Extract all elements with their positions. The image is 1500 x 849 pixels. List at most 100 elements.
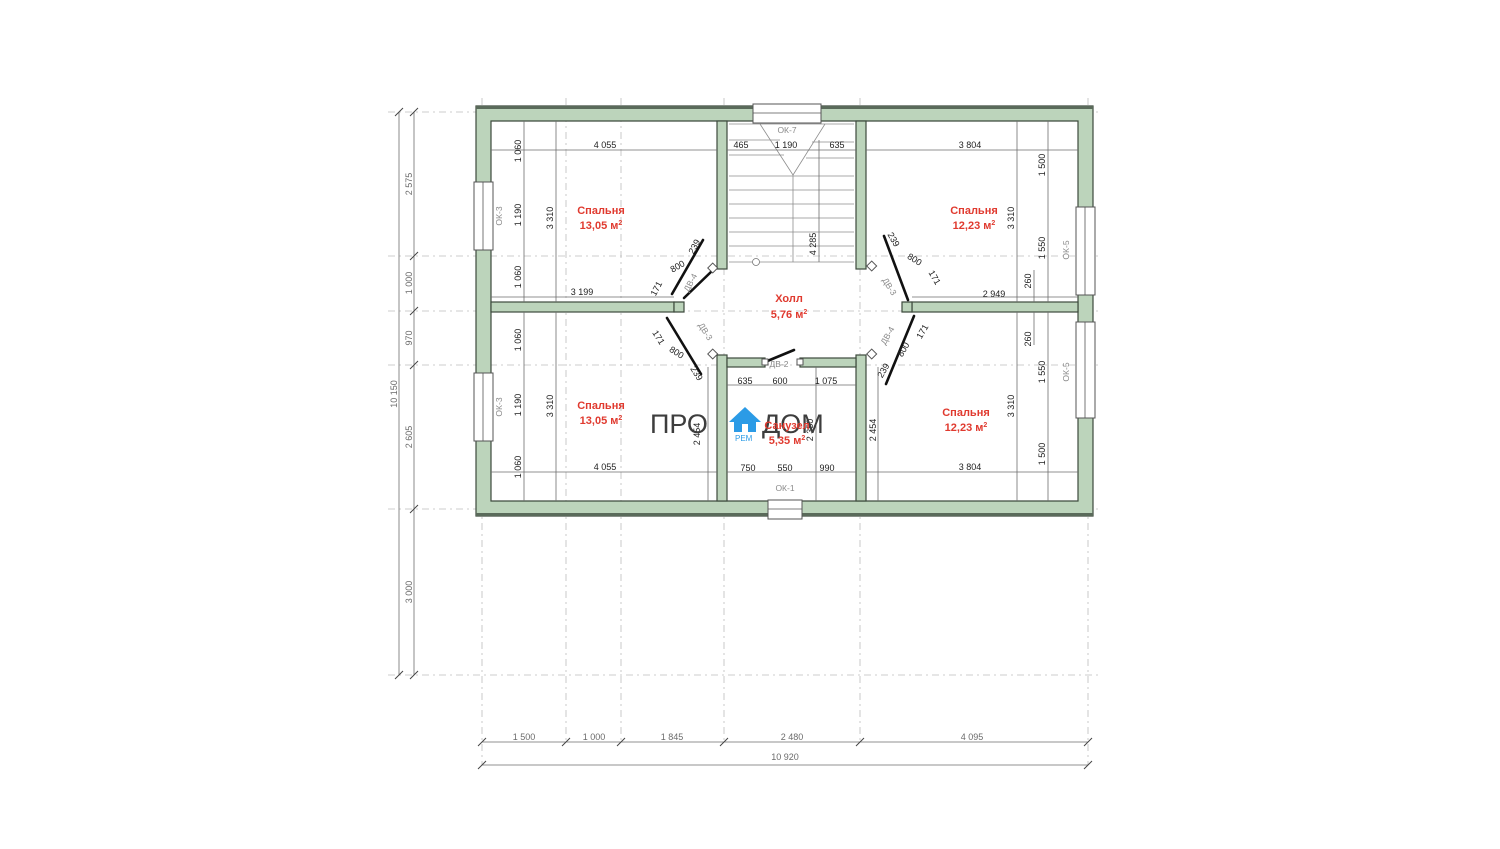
dim-st-len: 4 285 (808, 233, 818, 256)
dim-left-2: 1 000 (404, 272, 414, 295)
dim-bottom-3: 1 845 (661, 732, 684, 742)
room-area-bedroom-top-right: 12,23 м2 (953, 220, 996, 232)
dim-ba-b1: 750 (740, 463, 755, 473)
dim-tr-h1: 1 500 (1037, 154, 1047, 177)
dim-left-3: 970 (404, 330, 414, 345)
interior-dimension-lines (491, 121, 1078, 501)
door-leaf-dv4-left (670, 238, 705, 296)
dim-tr-width: 3 804 (959, 140, 982, 150)
dim-bottom-4: 2 480 (781, 732, 804, 742)
dim-bl-h3: 1 060 (513, 456, 523, 479)
room-name-bedroom-top-left: Спальня (577, 205, 625, 217)
room-area-bedroom-bottom-left: 13,05 м2 (580, 415, 623, 427)
dim-left-1: 2 575 (404, 173, 414, 196)
dim-bl-width: 4 055 (594, 462, 617, 472)
doors (665, 234, 916, 386)
dim-tr-door: 2 949 (983, 289, 1006, 299)
windows (473, 103, 1096, 520)
room-name-hall: Холл (775, 293, 803, 305)
tag-dv3-right: ДВ-3 (880, 276, 899, 298)
tag-dv2: ДВ-2 (770, 359, 789, 369)
staircase (729, 123, 854, 266)
door-leaf-dv3-right (882, 234, 910, 302)
dim-left-total: 10 150 (389, 380, 399, 408)
dim-tr-h2: 1 550 (1037, 237, 1047, 260)
dim-ba-b2: 550 (777, 463, 792, 473)
dim-left-4: 2 605 (404, 426, 414, 449)
door-leaf-dv4-right (884, 314, 916, 386)
room-area-bedroom-bottom-right: 12,23 м2 (945, 422, 988, 434)
dim-br-side: 2 454 (868, 419, 878, 442)
dim-tl-h1: 1 060 (513, 140, 523, 163)
dim-br-h2: 1 550 (1037, 361, 1047, 384)
dim-bl-h2: 1 190 (513, 394, 523, 417)
dim-door-br-b: 800 (895, 340, 911, 358)
bottom-dimensions: 1 500 1 000 1 845 2 480 4 095 10 920 (513, 732, 984, 762)
door-leaf-dv3-left (665, 316, 703, 376)
dim-tl-width: 4 055 (594, 140, 617, 150)
dim-bottom-5: 4 095 (961, 732, 984, 742)
room-name-bedroom-top-right: Спальня (950, 205, 998, 217)
dim-st-c: 635 (829, 140, 844, 150)
dim-br-h3: 1 500 (1037, 443, 1047, 466)
dim-ba-t2: 600 (772, 376, 787, 386)
dim-ba-side: 2 350 (805, 419, 815, 442)
dim-bl-h1: 1 060 (513, 329, 523, 352)
dim-br-h1: 260 (1023, 331, 1033, 346)
dim-door-tl-c: 171 (648, 280, 664, 298)
dim-bottom-2: 1 000 (583, 732, 606, 742)
window-ok3-bottom (473, 372, 494, 442)
tag-ok5-bottom: ОК-5 (1061, 362, 1071, 381)
room-name-bedroom-bottom-right: Спальня (942, 407, 990, 419)
window-ok5-top (1075, 206, 1096, 296)
room-labels: Спальня 13,05 м2 Спальня 12,23 м2 Спальн… (577, 205, 998, 447)
dim-door-tr-c: 171 (927, 268, 943, 286)
dim-tr-h3: 260 (1023, 273, 1033, 288)
dim-left-5: 3 000 (404, 581, 414, 604)
room-area-bathroom: 5,35 м2 (769, 435, 806, 447)
watermark-logo: ПРО РЕМ ДОМ (650, 407, 824, 443)
watermark-rem: РЕМ (735, 434, 753, 443)
watermark-dom: ДОМ (762, 409, 824, 439)
left-dimensions: 2 575 1 000 970 2 605 3 000 10 150 (389, 173, 414, 604)
window-ok7 (752, 103, 822, 124)
exterior-dimension-chains (394, 107, 1093, 770)
dim-br-width: 3 804 (959, 462, 982, 472)
window-ok3-top (473, 181, 494, 251)
dim-ba-t3: 1 075 (815, 376, 838, 386)
tag-ok7: ОК-7 (777, 125, 796, 135)
dim-bl-h: 3 310 (545, 395, 555, 418)
tag-dv4-right: ДВ-4 (878, 325, 896, 347)
dim-door-br-c: 171 (914, 322, 930, 340)
window-ok1 (767, 499, 803, 520)
dim-tl-h3: 1 060 (513, 266, 523, 289)
watermark-pro: ПРО (650, 409, 708, 439)
dim-br-h: 3 310 (1006, 395, 1016, 418)
house-icon (729, 407, 761, 432)
tag-dv3-left: ДВ-3 (696, 321, 715, 343)
dim-tl-h: 3 310 (545, 207, 555, 230)
room-name-bathroom: Санузел (764, 420, 809, 432)
dim-st-a: 465 (733, 140, 748, 150)
dim-door-bl-a: 239 (688, 364, 704, 382)
dim-tr-h: 3 310 (1006, 207, 1016, 230)
door-leaf-dv2 (763, 348, 796, 364)
dim-st-b: 1 190 (775, 140, 798, 150)
dim-bottom-1: 1 500 (513, 732, 536, 742)
dim-door-tr-b: 800 (906, 251, 924, 267)
dim-bottom-total: 10 920 (771, 752, 799, 762)
interior-walls (490, 120, 1079, 502)
room-area-hall: 5,76 м2 (771, 309, 808, 321)
dim-tl-h2: 1 190 (513, 204, 523, 227)
window-ok5-bottom (1075, 321, 1096, 419)
dim-tl-door: 3 199 (571, 287, 594, 297)
interior-dimensions: 4 055 3 199 1 060 1 190 1 060 3 310 4 05… (513, 140, 1047, 479)
dim-door-tl-a: 239 (686, 238, 702, 256)
dim-door-bl-c: 171 (650, 328, 666, 346)
room-area-bedroom-top-left: 13,05 м2 (580, 220, 623, 232)
dim-bl-side: 2 454 (692, 423, 702, 446)
tag-ok1: ОК-1 (775, 483, 794, 493)
room-name-bedroom-bottom-left: Спальня (577, 400, 625, 412)
dim-ba-b3: 990 (819, 463, 834, 473)
